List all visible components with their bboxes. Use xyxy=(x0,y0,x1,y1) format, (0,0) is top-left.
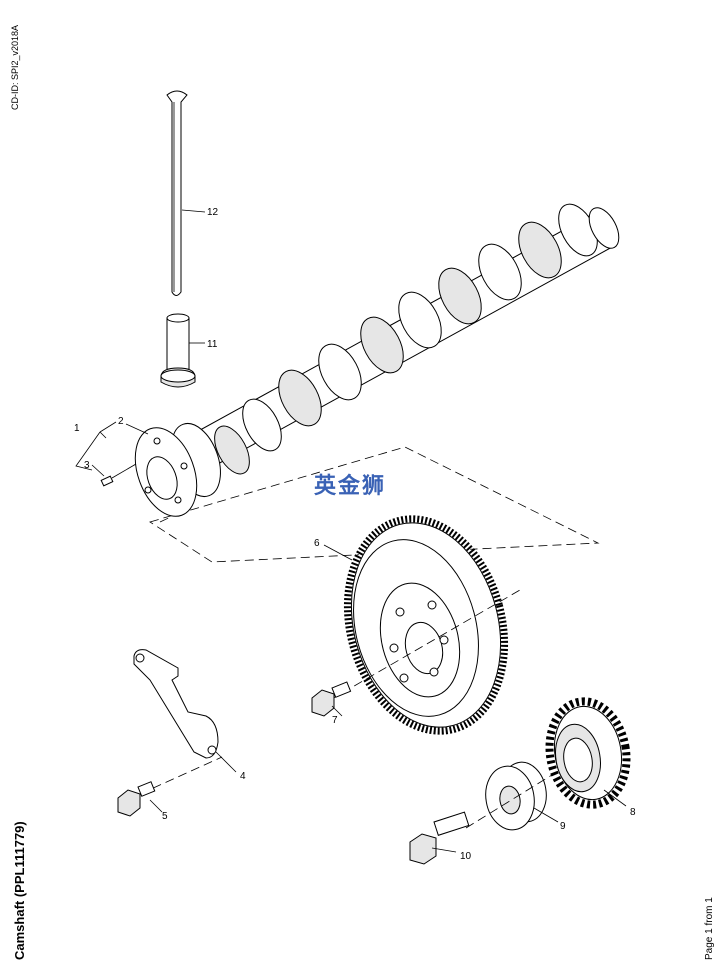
callout-1: 1 xyxy=(74,423,80,434)
callout-9: 9 xyxy=(560,821,566,832)
bracket-icon xyxy=(75,421,117,471)
callout-8: 8 xyxy=(630,807,636,818)
callout-6: 6 xyxy=(314,538,320,549)
callout-11: 11 xyxy=(207,339,218,350)
bolt-icon[interactable] xyxy=(311,681,352,717)
camshaft-icon[interactable] xyxy=(124,198,625,525)
thrust-plate-icon[interactable] xyxy=(133,649,223,795)
callout-5: 5 xyxy=(162,811,168,822)
pin-icon[interactable] xyxy=(100,463,137,487)
bolt-icon[interactable] xyxy=(117,781,156,817)
bolt-icon[interactable] xyxy=(409,811,470,865)
callout-2: 2 xyxy=(118,416,124,427)
callout-4: 4 xyxy=(240,771,246,782)
leader-lines xyxy=(91,209,627,853)
gear-icon[interactable] xyxy=(542,695,635,811)
hub-icon[interactable] xyxy=(465,759,561,834)
callout-3: 3 xyxy=(84,460,90,471)
callout-10: 10 xyxy=(460,851,472,862)
assembly-outline-camshaft xyxy=(149,446,600,563)
callout-12: 12 xyxy=(207,207,219,218)
push-rod-icon[interactable] xyxy=(166,90,188,296)
watermark-text: 英金狮 xyxy=(314,474,387,499)
camshaft-gear-icon[interactable] xyxy=(325,501,528,749)
callout-7: 7 xyxy=(332,715,338,726)
tappet-icon[interactable] xyxy=(160,313,196,388)
